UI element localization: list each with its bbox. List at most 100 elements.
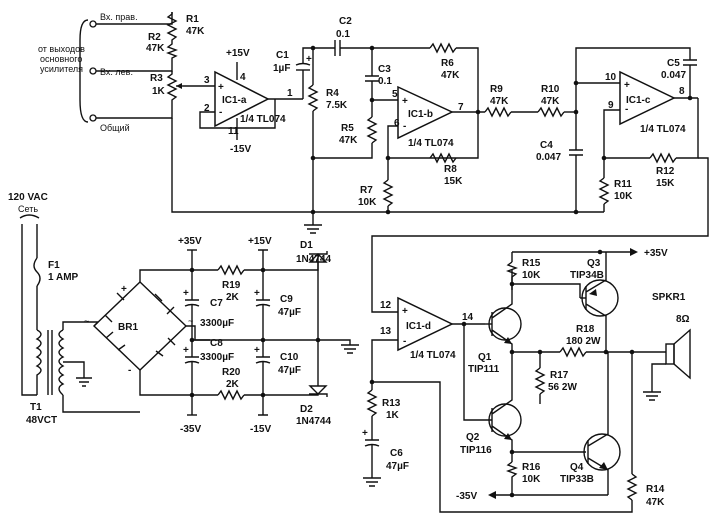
t1-value: 48VCT [26,415,57,426]
r18-ref: R18 [576,324,595,335]
ic1a-buffer: 3 + - IC1-a 1/4 TL074 2 1 4 +15V 11 -15V [183,48,303,155]
pin10-label: 10 [605,72,617,83]
supply-p15-label: +15V [248,236,272,247]
input-left-terminal[interactable] [89,67,97,75]
r12-ref: R12 [656,166,675,177]
br1-tilde-left: ~ [84,316,89,326]
q4-part: TIP33B [560,474,594,485]
common-label: Общий [100,123,130,133]
r15-ref: R15 [522,258,541,269]
ic1a-opamp [214,70,270,128]
r3-value: 1K [152,86,166,97]
r5-value: 47K [339,135,358,146]
input-source-label-3: усилителя [40,64,83,74]
input-section: Вх. прав. Вх. лев. Общий от выходов осно… [38,12,322,234]
r14-value: 47K [646,497,665,508]
c7-value: 3300µF [200,318,234,329]
r5-resistor [366,116,378,144]
ic1d-plus: + [402,306,408,317]
r19-ref: R19 [222,280,241,291]
q1-part: TIP111 [468,364,500,375]
line-out-to-ic1d [371,157,709,313]
common-terminal[interactable] [89,114,97,122]
ic1c-opamp [619,70,676,126]
r6-ref: R6 [441,58,454,69]
r17-resistor [534,367,546,395]
q4-ref: Q4 [570,462,584,473]
r10-resistor [537,106,565,118]
t1-secondary [58,329,65,396]
c5-value: 0.047 [661,70,686,81]
c1-plus: + [306,54,312,65]
r19-value: 2K [226,292,240,303]
c8-plus: + [183,345,189,356]
r12-value: 15K [656,178,675,189]
out-p35-label: +35V [644,248,668,259]
br1-ref: BR1 [118,322,138,333]
ic1b-plus: + [402,96,408,107]
f1-value: 1 AMP [48,272,79,283]
c6-plus: + [362,428,368,439]
ic1a-neg-rail: -15V [230,144,251,155]
out-n35-label: -35V [456,491,477,502]
c8-ref: C8 [210,338,223,349]
c3-value: 0.1 [378,76,392,87]
q3-part: TIP34B [570,270,604,281]
pin5-label: 5 [392,89,398,100]
d2-zener [308,385,328,395]
q1-transistor [488,307,522,341]
input-right-terminal[interactable] [89,20,97,28]
r8-ref: R8 [444,164,457,175]
ic1b-filter-stage: C2 0.1 R6 47K C3 0.1 R4 7.5K R5 47K 5 + … [307,16,485,215]
r9-value: 47K [490,96,509,107]
r10-ref: R10 [541,84,560,95]
r4-value: 7.5K [326,100,348,111]
pin13-label: 13 [380,326,392,337]
r15-value: 10K [522,270,541,281]
c1-value: 1µF [273,63,290,74]
ic1a-minus: - [219,107,222,118]
r2-resistor [166,42,178,60]
q2-transistor [488,403,522,437]
mains-label: Сеть [18,204,38,214]
pin6-label: 6 [394,118,400,129]
d1-ref: D1 [300,240,313,251]
c4-ref: C4 [540,140,553,151]
ic1b-opamp [397,85,454,140]
input-source-label-1: от выходов [38,44,85,54]
t1-primary [35,329,42,395]
pin14-label: 14 [462,312,474,323]
r12-resistor [649,152,677,164]
r4-ref: R4 [326,88,339,99]
c9-value: 47µF [278,307,301,318]
r13-value: 1K [386,410,400,421]
ic1c-plus: + [624,80,630,91]
pin11-label: 11 [228,126,239,137]
d2-part: 1N4744 [296,416,331,427]
power-supply: 120 VAC Сеть F1 1 AMP T1 48VCT BR1 ~ ~ +… [8,192,359,435]
supply-p35-label: +35V [178,236,202,247]
r20-ref: R20 [222,367,241,378]
r17-ref: R17 [550,370,569,381]
r10-value: 47K [541,96,560,107]
ic1a-pos-rail: +15V [226,48,250,59]
input-source-label-2: основного [40,54,82,64]
pin2-label: 2 [204,103,210,114]
ic1d-opamp [397,296,454,352]
r3-potentiometer[interactable] [166,71,178,103]
r2-ref: R2 [148,32,161,43]
r8-resistor [429,152,457,164]
q3-transistor [581,279,619,317]
q2-ref: Q2 [466,432,480,443]
r6-resistor [429,42,457,54]
r14-resistor [626,473,638,501]
c2-value: 0.1 [336,29,350,40]
c5-ref: C5 [667,58,680,69]
d2-ref: D2 [300,404,313,415]
r20-value: 2K [226,379,240,390]
r8-value: 15K [444,176,463,187]
ic1c-part: 1/4 TL074 [640,124,686,135]
c7-plus: + [183,288,189,299]
r4-resistor [307,84,319,112]
pin7-label: 7 [458,102,464,113]
